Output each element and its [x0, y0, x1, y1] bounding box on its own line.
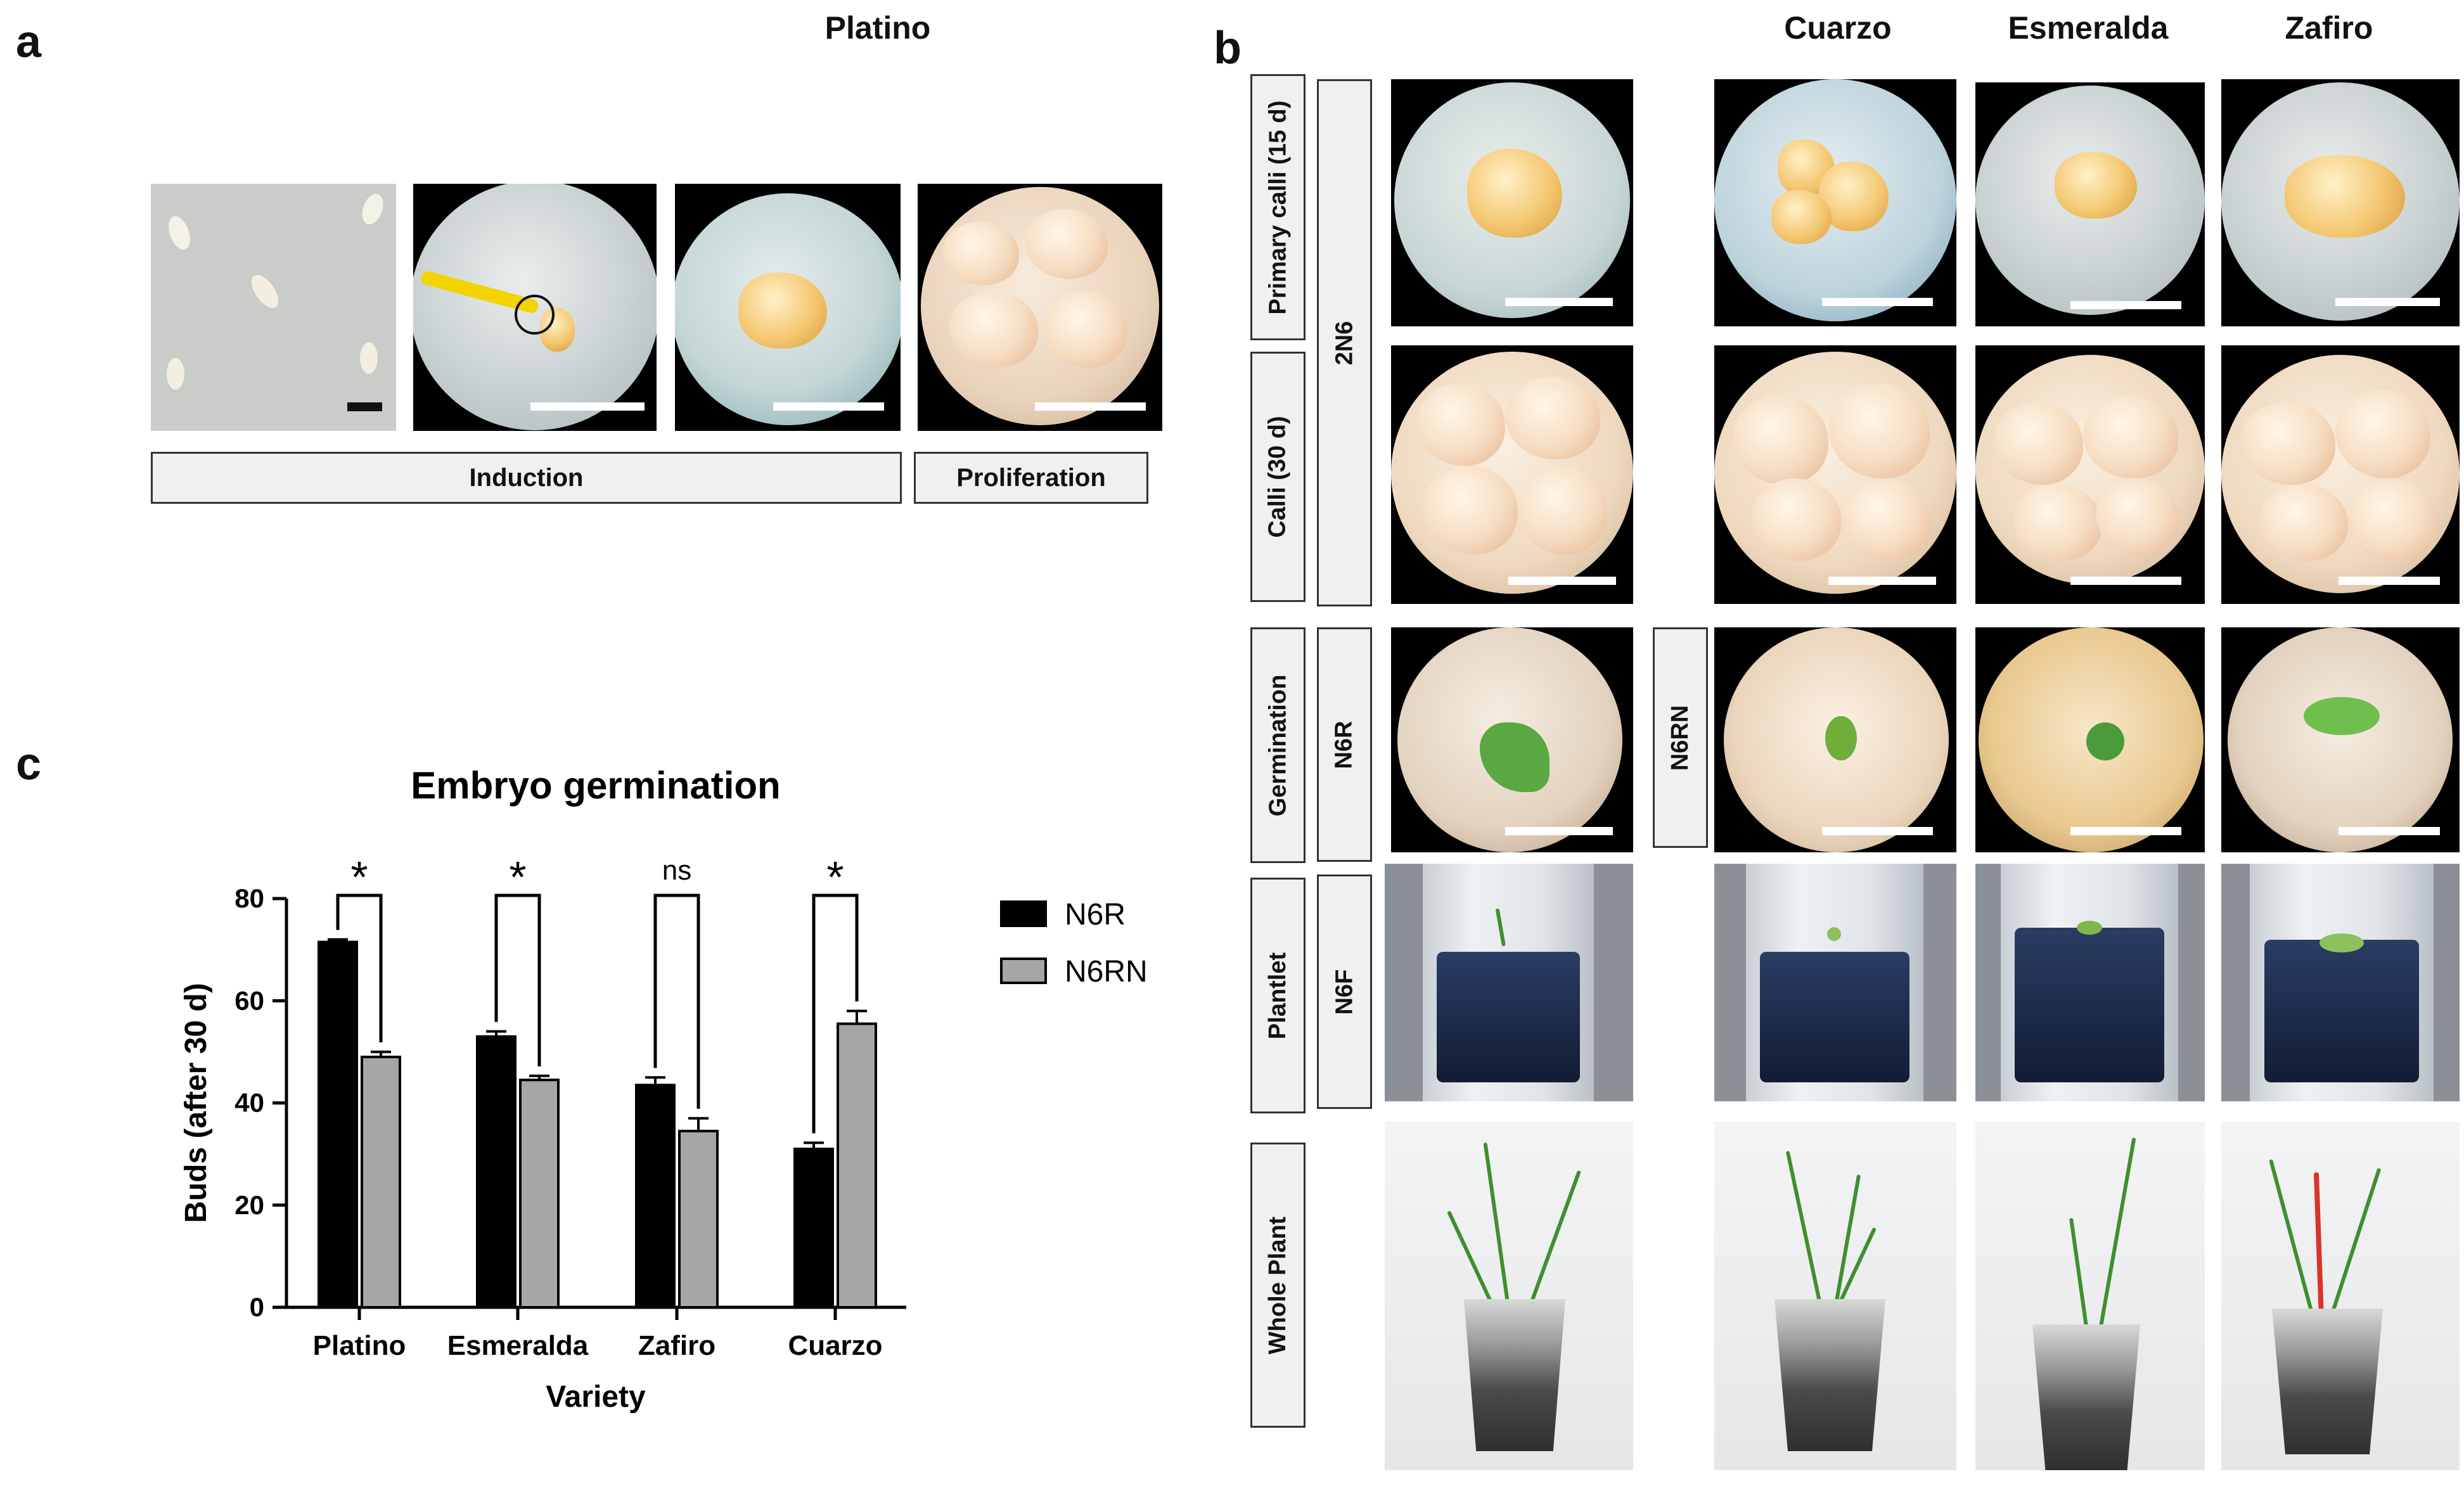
- proliferation-label: Proliferation: [914, 452, 1148, 504]
- induction-label: Induction: [151, 452, 902, 504]
- bar-N6RN-Esmeralda: [519, 1079, 560, 1309]
- significance-label-Cuarzo: *: [826, 852, 844, 902]
- x-tick-label-3: Cuarzo: [788, 1330, 882, 1361]
- panel-a-letter: a: [16, 16, 42, 67]
- row-label-calli: Calli (30 d): [1250, 352, 1306, 602]
- row-label-whole-plant: Whole Plant: [1250, 1143, 1306, 1428]
- x-tick-label-2: Zafiro: [638, 1330, 715, 1361]
- x-tick-label-0: Platino: [313, 1330, 406, 1361]
- bar-N6RN-Zafiro: [678, 1129, 719, 1309]
- significance-bracket-Esmeralda: [494, 894, 541, 1066]
- bar-N6R-Cuarzo: [793, 1148, 834, 1309]
- zafiro-germination-photo: [2221, 627, 2460, 852]
- legend-swatch-N6RN: [1000, 958, 1047, 984]
- row-label-primary-calli: Primary calli (15 d): [1250, 74, 1306, 340]
- y-tick-label-4: 80: [234, 883, 264, 913]
- x-axis-label: Variety: [546, 1380, 646, 1414]
- significance-bracket-Cuarzo: [812, 894, 859, 1134]
- legend-label-N6RN: N6RN: [1065, 955, 1148, 989]
- platino-whole-plant-photo: [1385, 1122, 1633, 1470]
- legend-label-N6R: N6R: [1065, 898, 1126, 932]
- seed-photo: [151, 184, 396, 431]
- zafiro-calli-photo: [2221, 345, 2460, 604]
- chart-title: Embryo germination: [411, 764, 780, 807]
- bar-N6RN-Platino: [361, 1055, 401, 1309]
- esmeralda-germination-photo: [1975, 627, 2205, 852]
- esmeralda-whole-plant-photo: [1975, 1122, 2205, 1470]
- media-label-n6r: N6R: [1317, 627, 1372, 862]
- platino-germination-photo: [1391, 627, 1633, 852]
- column-header-zafiro: Zafiro: [2285, 10, 2373, 46]
- y-axis-label: Buds (after 30 d): [179, 983, 213, 1223]
- cuarzo-plantlet-photo: [1714, 864, 1956, 1101]
- platino-calli-photo: [1391, 345, 1633, 604]
- x-tick-label-1: Esmeralda: [447, 1330, 589, 1361]
- embryo-photo: [413, 184, 657, 431]
- induced-callus-photo: [675, 184, 901, 431]
- cuarzo-whole-plant-photo: [1714, 1122, 1956, 1470]
- media-label-2n6: 2N6: [1317, 79, 1372, 606]
- y-tick-label-3: 60: [234, 985, 264, 1015]
- zafiro-plantlet-photo: [2221, 864, 2460, 1101]
- esmeralda-primary-calli-photo: [1975, 82, 2205, 326]
- y-tick-label-0: 0: [250, 1292, 264, 1322]
- platino-plantlet-photo: [1385, 864, 1633, 1101]
- zafiro-primary-calli-photo: [2221, 79, 2460, 326]
- proliferation-photo: [918, 184, 1162, 431]
- significance-bracket-Platino: [336, 894, 383, 1042]
- significance-label-Platino: *: [350, 852, 368, 902]
- legend-swatch-N6R: [1000, 900, 1047, 927]
- panel-b-letter: b: [1214, 23, 1242, 74]
- column-header-esmeralda: Esmeralda: [2008, 10, 2169, 46]
- significance-label-Esmeralda: *: [509, 852, 526, 902]
- cuarzo-calli-photo: [1714, 345, 1956, 604]
- zafiro-whole-plant-photo: [2221, 1122, 2460, 1470]
- platino-primary-calli-photo: [1391, 79, 1633, 326]
- media-label-n6rn: N6RN: [1653, 627, 1708, 848]
- y-tick-label-1: 20: [234, 1190, 264, 1220]
- significance-bracket-Zafiro: [653, 894, 700, 1109]
- bar-N6R-Esmeralda: [476, 1035, 517, 1309]
- cuarzo-germination-photo: [1714, 627, 1956, 852]
- column-header-cuarzo: Cuarzo: [1784, 10, 1892, 46]
- bar-N6RN-Cuarzo: [837, 1022, 877, 1309]
- cuarzo-primary-calli-photo: [1714, 79, 1956, 326]
- y-tick-label-2: 40: [234, 1088, 264, 1118]
- esmeralda-calli-photo: [1975, 345, 2205, 604]
- panel-c-letter: c: [16, 739, 42, 790]
- bar-N6R-Platino: [318, 940, 358, 1309]
- media-label-n6f: N6F: [1317, 874, 1372, 1109]
- significance-label-Zafiro: ns: [662, 855, 691, 886]
- column-header-platino: Platino: [825, 10, 931, 46]
- row-label-plantlet: Plantlet: [1250, 878, 1306, 1113]
- bar-N6R-Zafiro: [635, 1084, 676, 1309]
- esmeralda-plantlet-photo: [1975, 864, 2205, 1101]
- row-label-germination: Germination: [1250, 627, 1306, 863]
